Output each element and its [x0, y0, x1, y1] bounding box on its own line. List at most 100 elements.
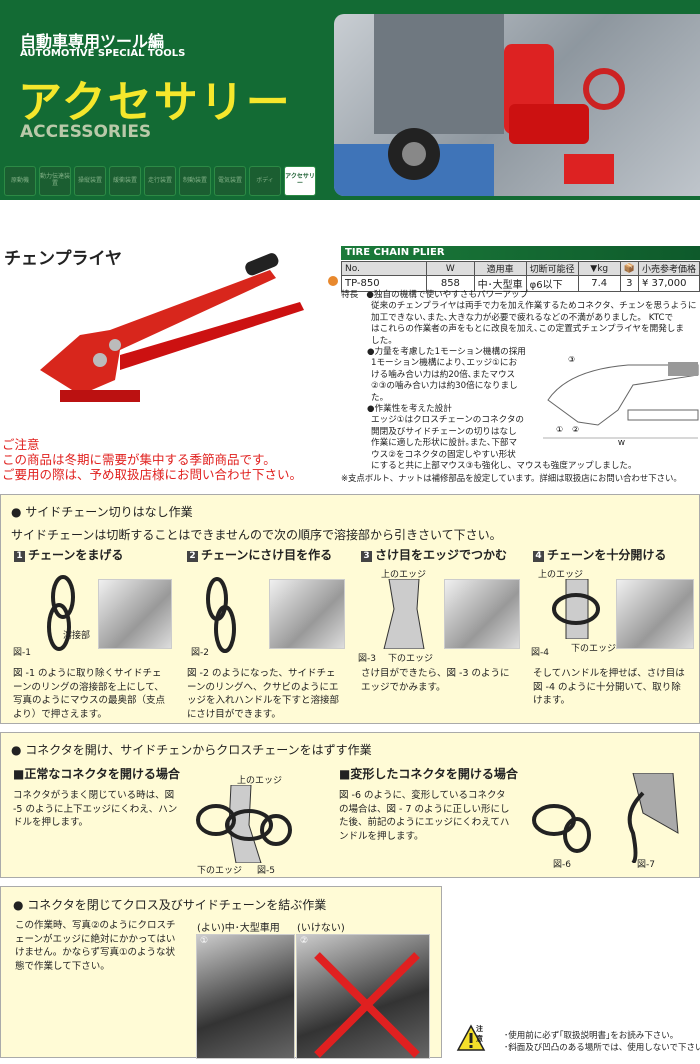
page-title: アクセサリー	[18, 77, 292, 128]
tab-drivetrain[interactable]: 動力伝達装置	[39, 166, 71, 196]
fig-label: 図-3	[358, 654, 376, 664]
col-price: 小売参考価格	[637, 261, 700, 276]
weld-label: 溶接部	[63, 631, 91, 641]
tab-brake[interactable]: 制動装置	[179, 166, 211, 196]
spec-row: TP-850 858 中･大型車 φ6以下 7.4 3 ¥ 37,000	[340, 275, 700, 292]
section-title: ● コネクタを閉じてクロス及びサイドチェーンを結ぶ作業	[13, 898, 327, 912]
upper-edge-label: 上のエッジ	[237, 776, 283, 786]
feature-line: 作業に適した形状に設計｡また､下部マ	[371, 438, 518, 449]
step-1-photo	[98, 579, 172, 649]
col-package: 📦	[619, 261, 639, 276]
tab-steering[interactable]: 操縦装置	[74, 166, 106, 196]
bad-label: (いけない)	[297, 923, 345, 934]
plier-diagram: ① ② ③ W	[543, 355, 699, 445]
feature-line: ける噛み合い力は約20倍､またマウス	[371, 369, 516, 380]
feature-line: した。	[371, 335, 397, 346]
feature-title: ●独自の機構で使いやすさもパワーアップ	[366, 290, 529, 300]
edge-figure-4	[552, 579, 600, 639]
car-illustration	[334, 14, 625, 196]
lower-edge-label: 下のエッジ	[197, 866, 243, 876]
edge-figure-3	[383, 579, 425, 649]
step-2-text: 図 -2 のようになった、サイドチェーンのリングへ、クサビのようにエッジを入れハ…	[187, 668, 340, 720]
connector-figure-5	[196, 785, 292, 863]
prohibited-x-icon	[314, 952, 420, 1058]
good-photo: ①	[196, 934, 295, 1059]
step-4-photo	[616, 579, 694, 649]
feature-title: ●作業性を考えた設計	[367, 404, 452, 415]
product-title: チェンプライヤ	[4, 249, 122, 269]
feature-line: ②③の噛み合い力は約30倍になりまし	[371, 381, 518, 392]
section-title: ● サイドチェーン切りはなし作業	[11, 505, 193, 519]
fig-label: 図-5	[257, 866, 275, 876]
deformed-connector-title: ■変形したコネクタを開ける場合	[339, 767, 518, 781]
diagram-label-w: W	[618, 439, 625, 445]
features-label: 特長	[341, 290, 359, 300]
fig-label: 図-4	[531, 648, 549, 658]
feature-line: 加工できない､また､大きな力が必要で疲れるなどの不満がありました。 KTCで	[371, 312, 674, 323]
tab-electric[interactable]: 電気装置	[214, 166, 246, 196]
connector-open-section: ● コネクタを開け、サイドチェンからクロスチェーンをはずす作業 ■正常なコネクタ…	[0, 732, 700, 878]
warning-text: ･使用前に必ず｢取扱説明書｣をお読み下さい。･斜面及び凹凸のある場所では、使用し…	[504, 1031, 700, 1053]
tab-running[interactable]: 走行装置	[144, 166, 176, 196]
spec-section-header: TIRE CHAIN PLIER	[341, 246, 700, 260]
feature-line: ウス②をコネクタの固定しやすい形状	[371, 449, 516, 460]
chain-figure-1	[47, 575, 75, 651]
warning-label: 注意	[476, 1025, 483, 1043]
connector-figure-6	[532, 804, 591, 853]
step-3-photo	[444, 579, 520, 649]
diagram-label-2: ②	[572, 425, 579, 434]
chain-plier-photo	[40, 253, 304, 402]
upper-edge-label: 上のエッジ	[538, 570, 584, 580]
fig-label: 図-2	[191, 648, 209, 658]
feature-line: 従来のチェンプライヤは両手で力を加え作業するためコネクタ、チェンを思うように	[371, 301, 697, 312]
warning-triangle-icon	[456, 1024, 486, 1051]
fig-label: 図-1	[13, 648, 31, 658]
good-label: (よい)中･大型車用	[197, 923, 280, 934]
seasonal-notice: ご注意 この商品は冬期に需要が集中する季節商品です。 ご要用の際は、予め取扱店様…	[2, 437, 302, 482]
notice-title: ご注意	[2, 437, 40, 452]
upper-edge-label: 上のエッジ	[381, 570, 427, 580]
cell-price: ¥ 37,000	[637, 275, 700, 292]
header-subtitle-en: AUTOMOTIVE SPECIAL TOOLS	[20, 48, 186, 59]
car-seat-photo	[334, 14, 700, 196]
fig-label: 図-6	[553, 860, 571, 870]
spec-header-row: No. W 適用車 切断可能径 ▼kg 📦 小売参考価格	[340, 261, 700, 276]
feature-line: にすると共に上部マウス③も強化し、マウスも強度アップしました。	[371, 461, 637, 472]
features: 特長 ●独自の機構で使いやすさもパワーアップ 従来のチェンプライヤは両手で力を加…	[341, 290, 700, 484]
cell-package: 3	[619, 275, 639, 292]
deformed-connector-text: 図 -6 のように、変形しているコネクタの場合は、図 - 7 のように正しい形に…	[339, 790, 510, 842]
normal-connector-text: コネクタがうまく閉じている時は、図-5 のように上下エッジにくわえ、ハンドルを押…	[13, 790, 178, 828]
tab-engine[interactable]: 原動機	[4, 166, 36, 196]
chain-figure-2	[206, 577, 236, 653]
connector-close-section: ● コネクタを閉じてクロス及びサイドチェーンを結ぶ作業 この作業時、写真②のよう…	[0, 886, 442, 1059]
category-tabs: 原動機 動力伝達装置 操縦装置 緩衝装置 走行装置 制動装置 電気装置 ボディ …	[4, 166, 316, 196]
notice-line: ご要用の際は、予め取扱店様にお問い合わせ下さい。	[2, 467, 303, 482]
col-cut-diameter: 切断可能径	[525, 261, 579, 276]
col-vehicle: 適用車	[473, 261, 527, 276]
tab-accessories[interactable]: アクセサリー	[284, 166, 316, 196]
feature-line: 1モーション機構により､エッジ①にお	[371, 358, 518, 369]
connector-figure-7	[627, 773, 679, 863]
lower-edge-label: 下のエッジ	[388, 654, 434, 664]
bad-photo: ②	[296, 934, 430, 1059]
normal-connector-title: ■正常なコネクタを開ける場合	[13, 767, 180, 781]
lower-edge-label: 下のエッジ	[571, 644, 617, 654]
feature-line: 開閉及びサイドチェーンの切りはなし	[371, 426, 517, 437]
diagram-label-1: ①	[556, 425, 563, 434]
step-2-photo	[269, 579, 345, 649]
header-subtitle: 自動車専用ツール編	[20, 32, 165, 51]
fig-label: 図-7	[637, 860, 655, 870]
col-no: No.	[340, 261, 428, 276]
side-chain-section: ● サイドチェーン切りはなし作業 サイドチェーンは切断することはできませんので次…	[0, 494, 700, 724]
col-weight: ▼kg	[577, 261, 621, 276]
header-banner: 自動車専用ツール編 AUTOMOTIVE SPECIAL TOOLS アクセサリ…	[0, 0, 700, 200]
tab-suspension[interactable]: 緩衝装置	[109, 166, 141, 196]
spec-table: No. W 適用車 切断可能径 ▼kg 📦 小売参考価格 TP-850 858 …	[340, 261, 700, 292]
cell-no: TP-850	[340, 275, 428, 292]
tab-body[interactable]: ボディ	[249, 166, 281, 196]
notice-line: この商品は冬期に需要が集中する季節商品です。	[2, 452, 276, 467]
